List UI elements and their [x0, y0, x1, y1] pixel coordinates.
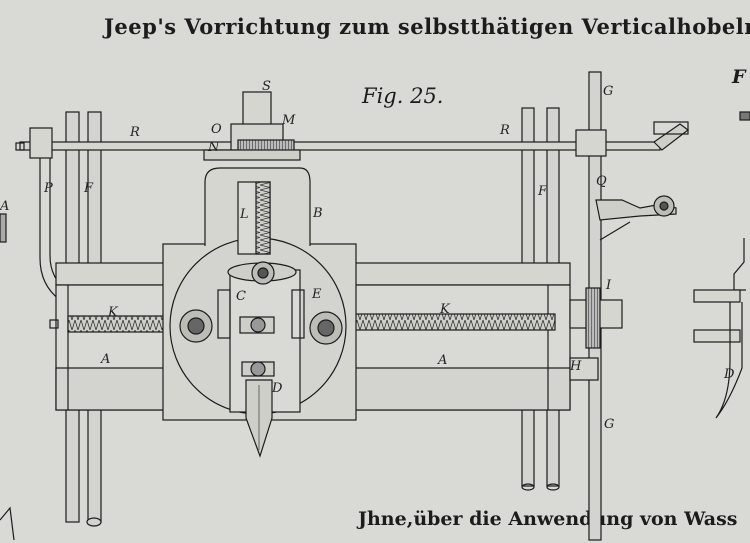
label-k-right: K — [439, 302, 451, 317]
label-e: E — [311, 287, 322, 302]
top-rod — [15, 121, 689, 157]
label-g-bottom: G — [604, 417, 614, 432]
edge-fragment-label: F — [732, 66, 746, 88]
label-c: C — [236, 289, 246, 304]
tool-head — [162, 167, 357, 458]
label-f-right: F — [537, 184, 548, 199]
left-edge-fragment — [0, 213, 7, 243]
label-l: L — [239, 207, 249, 222]
top-screw — [203, 91, 301, 161]
label-a-edge: A — [0, 199, 9, 214]
label-a-right: A — [437, 353, 447, 368]
label-n: N — [207, 140, 220, 155]
edge-figure — [693, 111, 750, 419]
label-a-left: A — [100, 352, 110, 367]
label-d-edge: D — [723, 367, 735, 382]
label-h: H — [569, 359, 582, 374]
label-o: O — [211, 122, 222, 137]
label-b: B — [312, 206, 323, 221]
label-q: Q — [596, 174, 607, 189]
label-r-left: R — [129, 125, 140, 140]
label-r-right: R — [499, 123, 510, 138]
label-i: I — [605, 278, 612, 293]
label-p: P — [43, 181, 53, 196]
label-s: S — [262, 79, 271, 94]
label-g-top: G — [603, 84, 613, 99]
figure-label: Fig. 25. — [362, 84, 444, 108]
gear-train — [569, 195, 677, 381]
footer-text: Jhne,über die Anwendung von Wass — [358, 508, 738, 530]
label-k-left: K — [107, 305, 119, 320]
label-m: M — [281, 113, 296, 128]
corner-mark — [0, 506, 15, 541]
label-d: D — [271, 381, 283, 396]
plate-title: Jeep's Vorrichtung zum selbstthätigen Ve… — [104, 14, 750, 39]
label-f-left: F — [83, 181, 94, 196]
